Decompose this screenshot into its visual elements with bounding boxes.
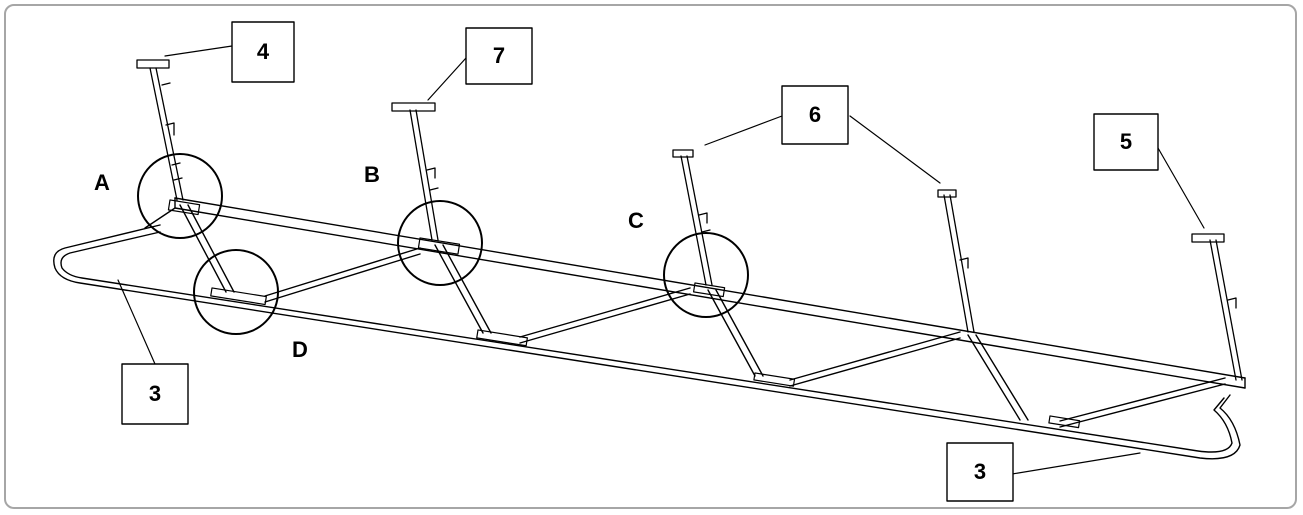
callout-label: 4 — [257, 39, 270, 64]
callout-boxes — [121, 21, 1159, 502]
callout-label: 5 — [1120, 129, 1132, 154]
joint-plates — [167, 199, 1081, 429]
diagram-frame — [4, 4, 1297, 509]
callout-label: 3 — [149, 381, 161, 406]
detail-label: B — [364, 162, 380, 187]
callout-label: 6 — [809, 102, 821, 127]
hanger-posts — [136, 59, 1243, 381]
callout-label: 7 — [493, 43, 505, 68]
top-rail — [174, 197, 1246, 389]
detail-label: D — [292, 337, 308, 362]
diagonal-legs — [179, 204, 1029, 421]
detail-label: A — [94, 170, 110, 195]
detail-label: C — [628, 208, 644, 233]
detail-circle-c — [663, 232, 749, 318]
detail-circle-b — [397, 200, 483, 286]
detail-circles — [137, 153, 749, 335]
cross-members — [264, 247, 1226, 428]
detail-circle-d — [193, 249, 279, 335]
callout-label: 3 — [974, 459, 986, 484]
detail-circle-a — [137, 153, 223, 239]
leader-lines — [117, 45, 1205, 475]
